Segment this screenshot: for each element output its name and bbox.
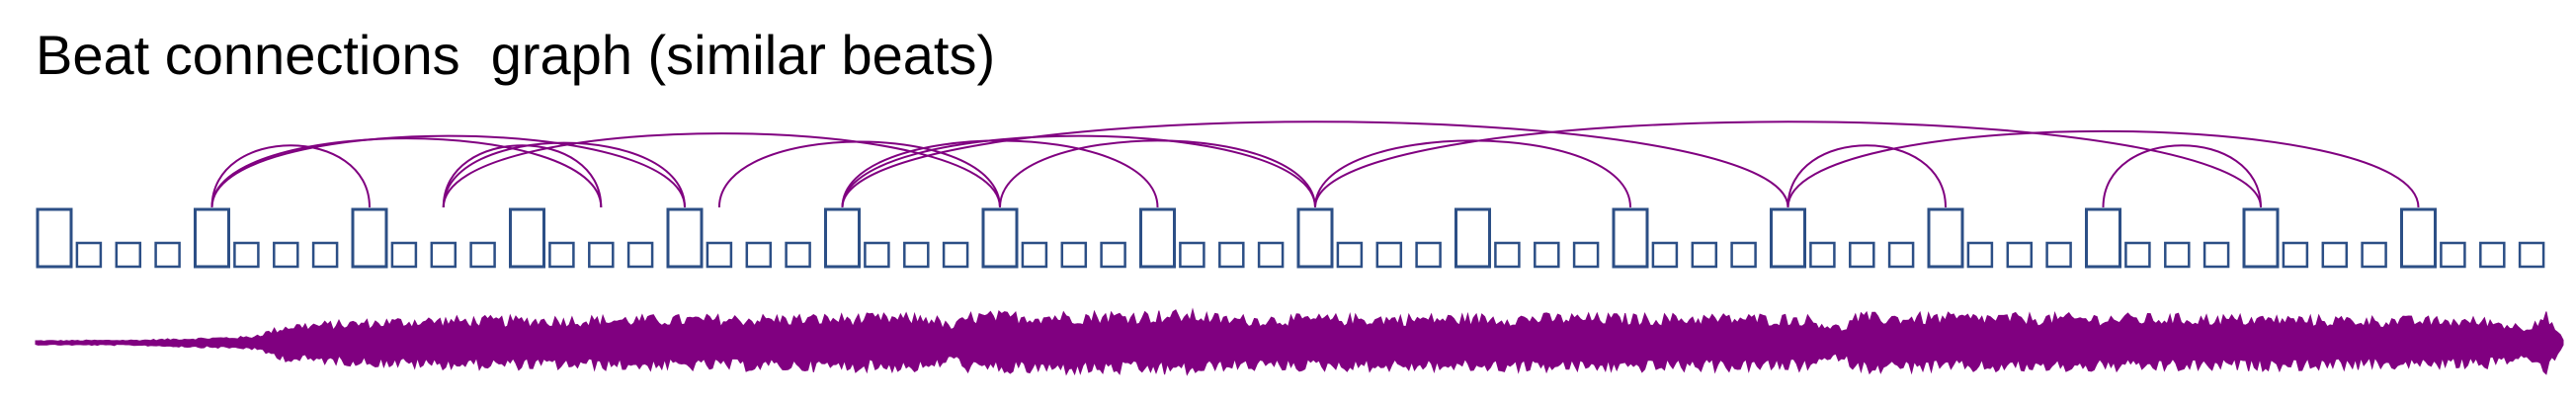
connection-arc xyxy=(442,141,686,208)
downbeat-box xyxy=(1770,207,1806,269)
beat-box xyxy=(1966,241,1994,269)
downbeat-box xyxy=(666,207,704,269)
connection-arc xyxy=(442,132,1001,208)
downbeat-box xyxy=(1612,207,1649,269)
downbeat-box xyxy=(1927,207,1964,269)
beat-box xyxy=(1887,241,1915,269)
beat-box xyxy=(2479,241,2506,269)
beat-box xyxy=(588,241,615,269)
connection-arc xyxy=(1787,144,1947,208)
connection-arc xyxy=(2102,144,2262,208)
beat-box xyxy=(1691,241,1718,269)
beat-box xyxy=(942,241,969,269)
beat-box xyxy=(2164,241,2191,269)
beat-box xyxy=(1375,241,1403,269)
beat-box xyxy=(2045,241,2072,269)
connection-arc xyxy=(841,139,1159,208)
beat-box xyxy=(864,241,890,269)
beat-box xyxy=(706,241,733,269)
beat-box xyxy=(745,241,773,269)
beat-box xyxy=(1494,241,1521,269)
beat-box xyxy=(1572,241,1600,269)
connection-arc xyxy=(1787,129,2420,208)
beat-box xyxy=(2202,241,2230,269)
beat-box xyxy=(2518,241,2545,269)
beat-box xyxy=(1415,241,1442,269)
beat-box xyxy=(469,241,496,269)
connection-arc xyxy=(999,139,1316,208)
beat-row xyxy=(36,207,2545,269)
connection-arc xyxy=(210,137,603,208)
beat-box xyxy=(1100,241,1126,269)
downbeat-box xyxy=(194,207,230,269)
beat-box xyxy=(75,241,103,269)
beat-box xyxy=(115,241,142,269)
beat-box xyxy=(1849,241,1875,269)
beat-box xyxy=(430,241,457,269)
connection-arc xyxy=(841,120,1789,208)
beat-box xyxy=(2361,241,2387,269)
connection-arc xyxy=(841,134,1316,208)
beat-box xyxy=(1021,241,1048,269)
audio-waveform xyxy=(35,307,2564,376)
downbeat-box xyxy=(981,207,1019,269)
connection-arcs xyxy=(210,120,2420,208)
downbeat-box xyxy=(2085,207,2121,269)
beat-box xyxy=(1651,241,1679,269)
connection-arc xyxy=(1314,120,2262,208)
downbeat-box xyxy=(351,207,388,269)
downbeat-box xyxy=(824,207,861,269)
beat-box xyxy=(2124,241,2151,269)
beat-box xyxy=(1809,241,1836,269)
beat-box xyxy=(2282,241,2309,269)
beat-box xyxy=(390,241,418,269)
downbeat-box xyxy=(1454,207,1491,269)
downbeat-box xyxy=(1296,207,1334,269)
beat-box xyxy=(2321,241,2349,269)
beat-box xyxy=(903,241,930,269)
connection-arc xyxy=(210,134,686,208)
beat-box xyxy=(1730,241,1757,269)
beat-box xyxy=(2440,241,2466,269)
beat-box xyxy=(1336,241,1364,269)
beat-box xyxy=(1218,241,1245,269)
beat-box xyxy=(626,241,654,269)
waveform-shape xyxy=(35,307,2564,376)
beat-box xyxy=(1257,241,1285,269)
beat-box xyxy=(154,241,181,269)
downbeat-box xyxy=(36,207,73,269)
downbeat-box xyxy=(1139,207,1176,269)
connection-arc xyxy=(210,144,371,208)
beat-box xyxy=(233,241,260,269)
connection-arc xyxy=(717,140,1001,208)
beat-box xyxy=(311,241,339,269)
beat-box xyxy=(548,241,575,269)
page-title: Beat connections graph (similar beats) xyxy=(36,24,996,86)
downbeat-box xyxy=(2242,207,2280,269)
beat-box xyxy=(1534,241,1560,269)
beat-box xyxy=(1060,241,1088,269)
downbeat-box xyxy=(509,207,545,269)
downbeat-box xyxy=(2400,207,2437,269)
beat-box xyxy=(785,241,811,269)
beat-box xyxy=(2006,241,2034,269)
beat-box xyxy=(1179,241,1205,269)
connection-arc xyxy=(1314,139,1631,208)
beat-box xyxy=(273,241,299,269)
